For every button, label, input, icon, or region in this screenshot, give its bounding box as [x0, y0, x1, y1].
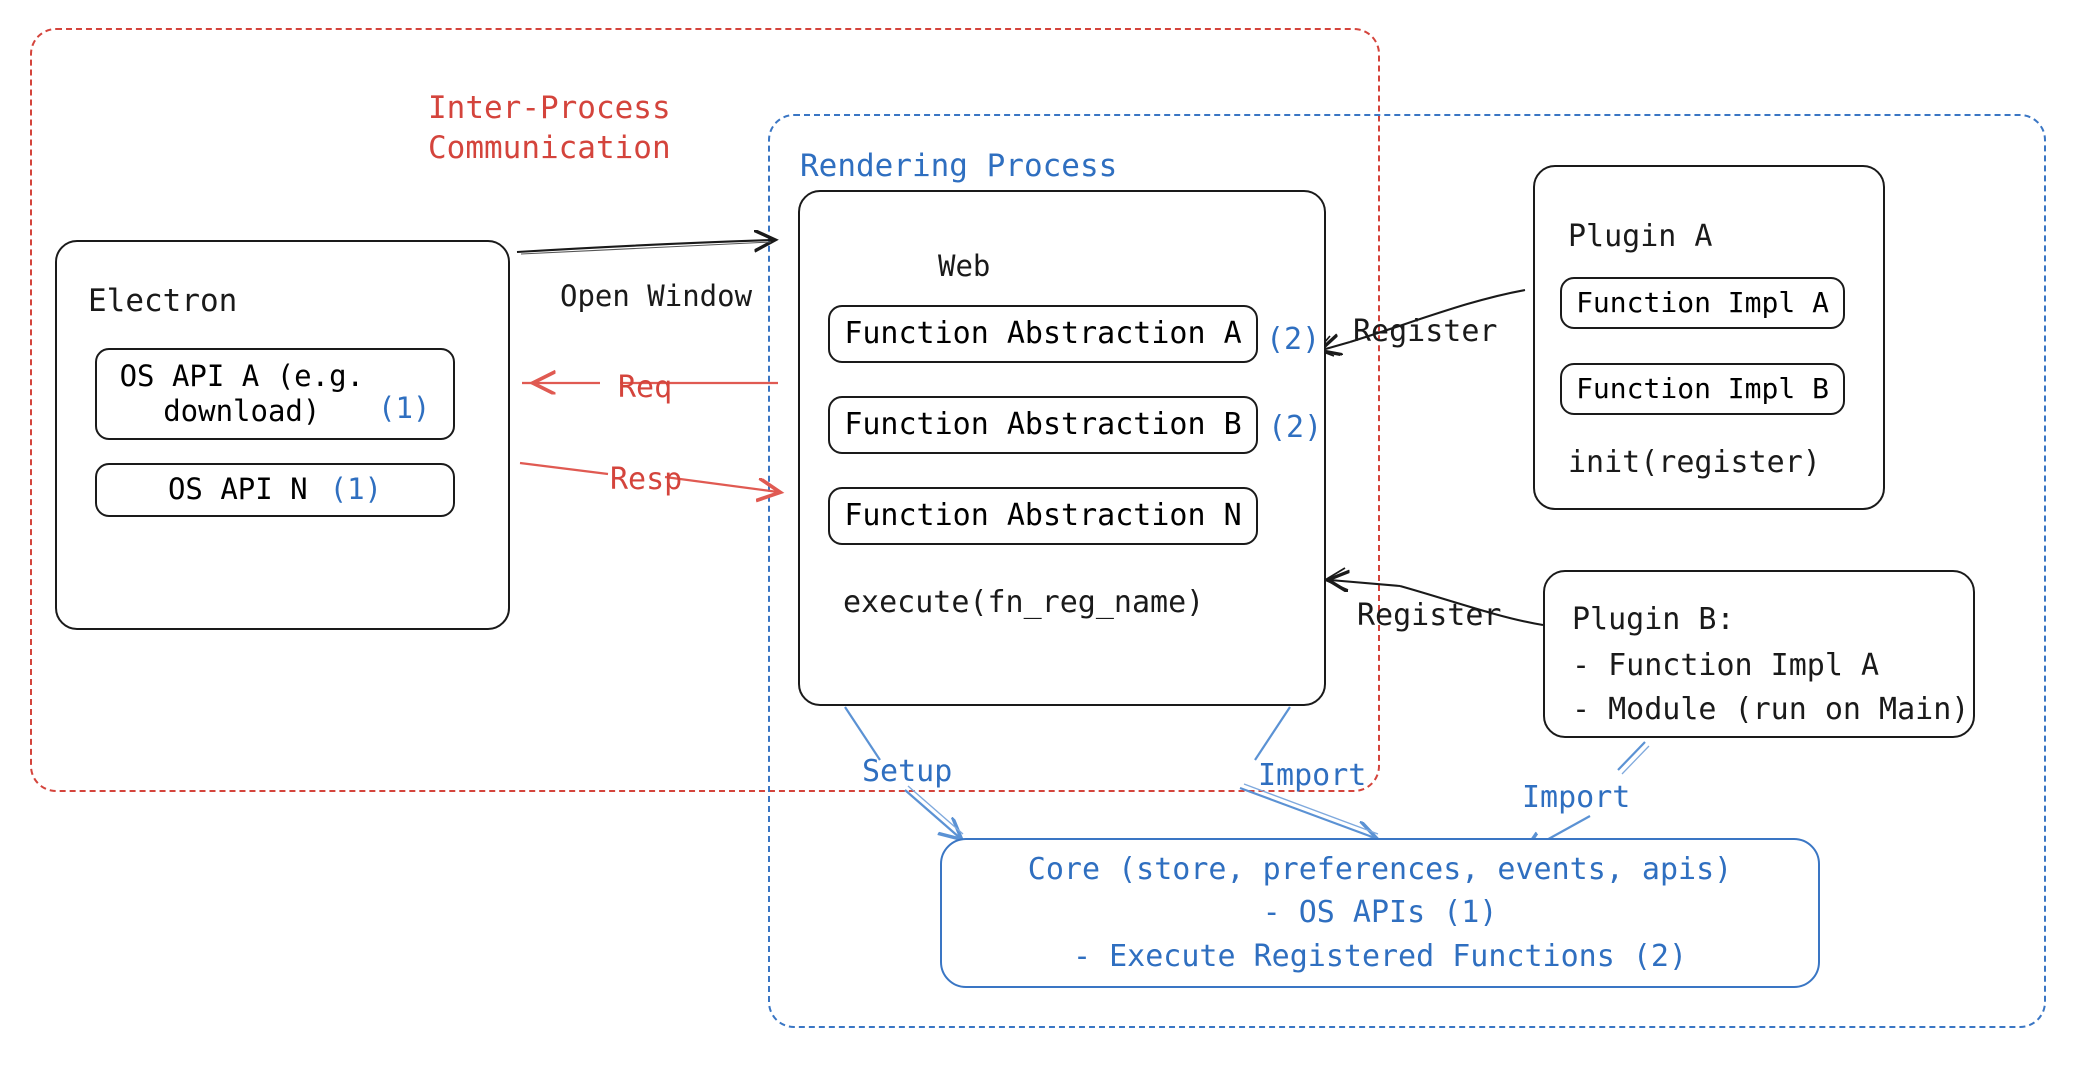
- function-impl-b-box: Function Impl B: [1560, 363, 1845, 415]
- os-api-a-box: OS API A (e.g. download) (1): [95, 348, 455, 440]
- function-abstraction-a-box: Function Abstraction A: [828, 305, 1258, 363]
- resp-label: Resp: [610, 462, 683, 497]
- open-window-label: Open Window: [560, 279, 753, 313]
- core-line-1: Core (store, preferences, events, apis): [1027, 851, 1733, 887]
- web-title: Web: [938, 249, 991, 283]
- os-api-a-label: OS API A (e.g. download): [119, 358, 365, 428]
- core-line-2: - OS APIs (1): [1262, 895, 1498, 931]
- function-impl-a-box: Function Impl A: [1560, 277, 1845, 329]
- req-label: Req: [618, 370, 673, 405]
- os-api-n-marker: (1): [329, 472, 383, 507]
- function-abstraction-b-box: Function Abstraction B: [828, 396, 1258, 454]
- function-abstraction-n-label: Function Abstraction N: [844, 497, 1242, 533]
- core-box: Core (store, preferences, events, apis) …: [940, 838, 1820, 988]
- function-abstraction-a-marker: (2): [1266, 322, 1321, 357]
- os-api-a-marker: (1): [378, 390, 431, 425]
- plugin-a-box: [1533, 165, 1885, 510]
- setup-label: Setup: [862, 754, 953, 789]
- import-plugin-b-label: Import: [1522, 780, 1631, 815]
- function-abstraction-b-label: Function Abstraction B: [844, 406, 1242, 442]
- register-top-label: Register: [1353, 314, 1498, 349]
- ipc-boundary: [30, 28, 1380, 792]
- import-web-label: Import: [1258, 758, 1367, 793]
- core-line-3: - Execute Registered Functions (2): [1072, 938, 1688, 974]
- function-abstraction-n-box: Function Abstraction N: [828, 487, 1258, 545]
- plugin-b-box: [1543, 570, 1975, 738]
- plugin-a-init-label: init(register): [1568, 445, 1821, 480]
- plugin-a-title: Plugin A: [1568, 219, 1713, 254]
- os-api-n-label: OS API N: [167, 472, 308, 507]
- register-bottom-label: Register: [1357, 598, 1502, 633]
- function-abstraction-b-marker: (2): [1268, 410, 1323, 445]
- rendering-process-label: Rendering Process: [800, 148, 1118, 184]
- plugin-b-item-1: - Module (run on Main): [1572, 692, 1970, 727]
- function-abstraction-a-label: Function Abstraction A: [844, 315, 1242, 351]
- web-execute-label: execute(fn_reg_name): [843, 585, 1205, 620]
- function-impl-b-label: Function Impl B: [1576, 371, 1829, 405]
- rendering-process-boundary: [768, 114, 2046, 1028]
- plugin-b-title: Plugin B:: [1572, 602, 1735, 637]
- function-impl-a-label: Function Impl A: [1576, 285, 1829, 319]
- os-api-n-box: OS API N (1): [95, 463, 455, 517]
- electron-title: Electron: [88, 283, 238, 319]
- plugin-b-item-0: - Function Impl A: [1572, 648, 1880, 683]
